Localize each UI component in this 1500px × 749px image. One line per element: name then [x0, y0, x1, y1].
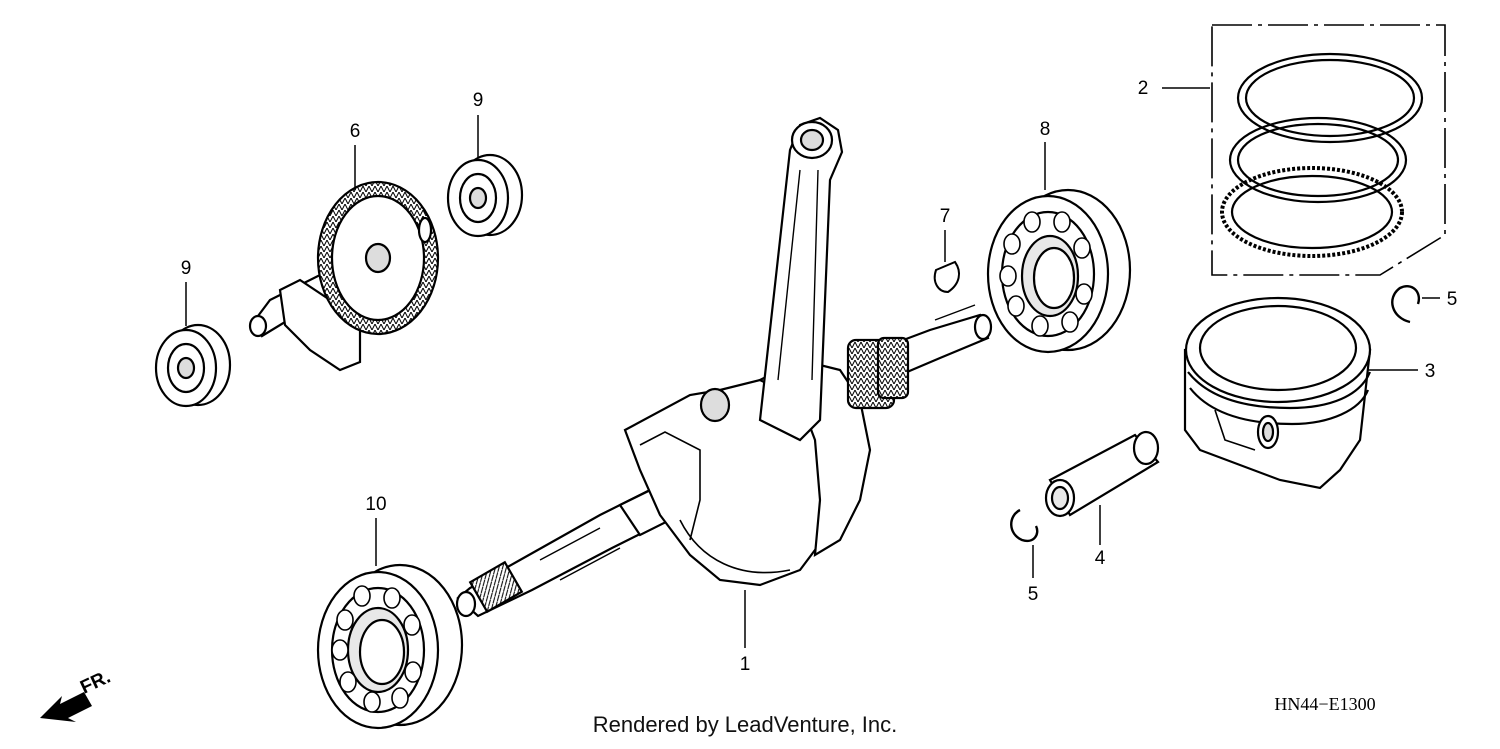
callout-8: 8 — [1040, 119, 1051, 140]
callout-7: 7 — [940, 206, 951, 227]
callout-3: 3 — [1425, 361, 1436, 382]
piston[interactable] — [1183, 296, 1372, 490]
credit-text: Rendered by LeadVenture, Inc. — [592, 712, 898, 737]
woodruff-key[interactable] — [933, 260, 961, 294]
piston-pin-clip-lower[interactable] — [1010, 508, 1039, 543]
piston-ring-set[interactable] — [1211, 24, 1446, 276]
crankshaft-assembly[interactable] — [455, 116, 993, 618]
bearing-large-left[interactable] — [316, 563, 464, 730]
callout-10: 10 — [365, 494, 386, 515]
callout-1: 1 — [740, 654, 751, 675]
front-arrow-icon — [40, 692, 92, 722]
leader-lines — [185, 87, 1440, 648]
callout-2: 2 — [1138, 78, 1149, 99]
callout-5-lower: 5 — [1028, 584, 1039, 605]
piston-pin[interactable] — [1044, 430, 1160, 518]
callout-9-left: 9 — [181, 258, 192, 279]
callout-5-upper: 5 — [1447, 289, 1458, 310]
callout-9-upper: 9 — [473, 90, 484, 111]
callout-labels: 1 2 3 4 5 5 6 7 8 9 9 10 — [181, 78, 1458, 675]
diagram-code: HN44−E1300 — [1274, 694, 1375, 714]
front-direction-indicator: FR. — [40, 667, 114, 722]
callout-4: 4 — [1095, 548, 1106, 569]
callout-6: 6 — [350, 121, 361, 142]
bearing-small-upper[interactable] — [446, 153, 524, 238]
bearing-small-left[interactable] — [154, 323, 232, 408]
balancer-shaft[interactable] — [248, 180, 440, 372]
bearing-right[interactable] — [986, 188, 1132, 354]
piston-pin-clip-upper[interactable] — [1391, 285, 1421, 324]
